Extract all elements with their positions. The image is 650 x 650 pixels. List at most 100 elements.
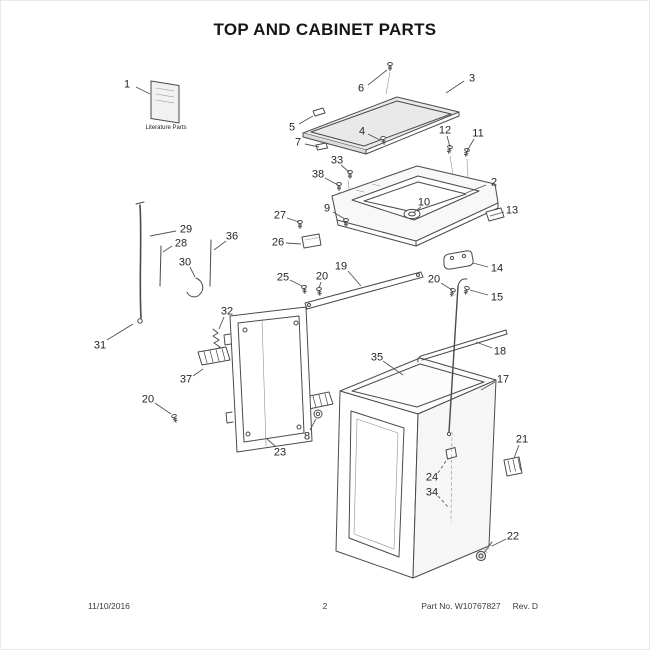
callout-number-14: 14 [491,263,503,275]
screw-6 [387,62,393,71]
callout-leader-33 [340,164,350,173]
callout-number-38: 38 [312,169,324,181]
callout-leader-31 [106,323,134,341]
callout-number-26: 26 [272,237,284,249]
callout-leader-11 [466,138,475,152]
screw-11 [462,147,471,158]
screw-25 [300,284,308,295]
footer-page-number: 2 [322,601,328,611]
callout-leader-18 [475,341,493,349]
callout-12: 12 [439,125,451,148]
callout-number-6: 6 [358,83,364,95]
callout-leader-6 [367,69,388,86]
callout-leader-19 [347,270,362,287]
callout-number-5: 5 [289,122,295,134]
callout-number-28: 28 [175,238,187,250]
callout-34: 34 [426,487,450,509]
callout-leader-25 [289,279,303,287]
screw-15 [462,285,471,296]
cabinet-17 [335,357,497,579]
grommet-8 [313,409,323,419]
callout-leader-34 [437,495,450,509]
callout-leader-38 [324,177,339,186]
callout-leader-22 [491,538,507,547]
callout-number-24: 24 [426,472,438,484]
callout-6: 6 [358,69,388,95]
screw-38 [336,182,342,191]
callout-leader-7 [304,143,320,148]
callout-30: 30 [179,257,196,278]
callout-number-30: 30 [179,257,191,269]
callout-leader-20 [154,402,172,415]
callout-leader-20 [318,281,322,289]
callout-number-10: 10 [418,197,430,209]
callout-4: 4 [359,126,381,141]
callout-2: 2 [465,177,497,194]
callout-leader-9 [332,211,346,220]
callout-number-8: 8 [304,431,310,443]
wire-36 [209,239,212,287]
hook-30 [186,277,204,298]
callout-31: 31 [94,323,134,352]
callout-number-9: 9 [324,203,330,215]
callout-leader-28 [162,245,173,253]
callout-number-20: 20 [316,271,328,283]
callout-leader-23 [265,437,276,447]
callout-leader-35 [382,360,404,376]
callout-27: 27 [274,210,300,223]
callout-leader-8 [309,418,317,431]
callout-number-11: 11 [472,128,483,140]
callout-leader-29 [149,230,177,237]
callout-leader-4 [367,133,381,141]
callout-22: 22 [491,531,519,547]
callout-leader-5 [298,115,314,125]
rod-18 [417,329,508,363]
footer-date: 11/10/2016 [88,601,130,611]
callout-number-21: 21 [516,434,528,446]
callout-number-19: 19 [335,261,347,273]
callout-20: 20 [316,271,328,289]
callout-number-32: 32 [221,306,233,318]
callout-leader-10 [413,206,422,213]
hinge-14 [443,250,474,270]
callout-11: 11 [466,128,484,152]
callout-29: 29 [149,224,192,237]
callout-leader-37 [192,368,204,377]
callout-5: 5 [289,115,314,134]
leveling-foot-22 [475,541,493,562]
callout-number-20: 20 [142,394,154,406]
callout-21: 21 [513,434,528,459]
callout-leader-15 [469,289,489,296]
callout-number-7: 7 [295,137,301,149]
callout-leader-27 [286,217,300,223]
callout-number-12: 12 [439,125,451,137]
clip-26 [301,233,322,249]
callout-number-18: 18 [494,346,506,358]
callout-number-33: 33 [331,155,343,167]
callout-10: 10 [413,197,430,213]
lid-hinge-parts [312,107,328,151]
callout-13: 13 [489,205,518,217]
callout-leader-26 [285,242,302,245]
callout-24: 24 [426,457,449,484]
page-title: TOP AND CABINET PARTS [213,20,437,39]
callout-leader-17 [480,381,496,391]
callout-18: 18 [475,341,506,358]
footer-part-number: Part No. W10767827 [421,601,501,611]
callout-leader-13 [489,211,505,217]
callout-number-17: 17 [497,374,509,386]
bracket-21 [503,456,523,477]
screw-20b [448,287,457,298]
callout-38: 38 [312,169,339,186]
callout-17: 17 [480,374,509,391]
pad-37 [197,346,231,366]
callout-leader-2 [465,184,487,194]
literature-card [150,80,180,124]
hose-29 [135,201,145,324]
callout-25: 25 [277,272,303,287]
callout-number-4: 4 [359,126,365,138]
callout-8: 8 [304,418,317,443]
